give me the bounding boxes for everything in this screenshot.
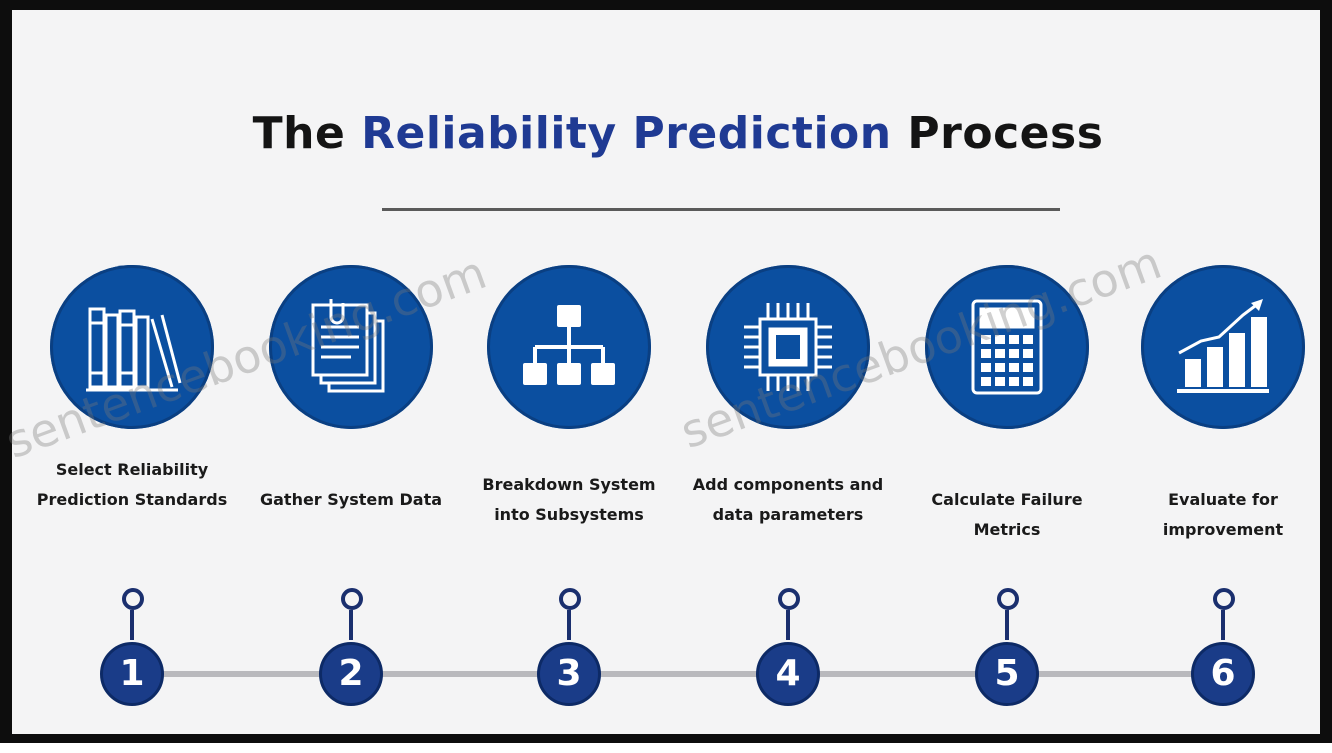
pin-marker: [1213, 588, 1235, 610]
pin-stem: [130, 610, 134, 640]
step-number: 4: [756, 642, 820, 706]
step-label: Breakdown System into Subsystems: [482, 475, 656, 524]
chip-icon: [706, 265, 870, 429]
pin-marker: [559, 588, 581, 610]
documents-icon: [269, 265, 433, 429]
pin-stem: [786, 610, 790, 640]
timeline-line: [137, 671, 1222, 677]
step-2: Gather System Data 2: [241, 10, 461, 753]
hierarchy-icon: [487, 265, 651, 429]
calculator-icon: [925, 265, 1089, 429]
step-number: 3: [537, 642, 601, 706]
step-label: Add components and data parameters: [692, 475, 884, 524]
growth-chart-icon: [1141, 265, 1305, 429]
pin-stem: [1005, 610, 1009, 640]
title-part-1: The: [252, 108, 362, 159]
title-part-2: Reliability Prediction: [361, 108, 892, 159]
step-number: 1: [100, 642, 164, 706]
page-title: The Reliability Prediction Process: [12, 108, 1332, 159]
books-icon: [50, 265, 214, 429]
pin-marker: [341, 588, 363, 610]
step-1: Select Reliability Prediction Standards …: [22, 10, 242, 753]
step-number: 6: [1191, 642, 1255, 706]
pin-marker: [997, 588, 1019, 610]
pin-stem: [567, 610, 571, 640]
step-6: Evaluate for improvement 6: [1113, 10, 1332, 753]
title-part-3: Process: [891, 108, 1104, 159]
pin-stem: [1221, 610, 1225, 640]
title-divider: [382, 208, 1060, 211]
step-number: 2: [319, 642, 383, 706]
step-3: Breakdown System into Subsystems 3: [459, 10, 679, 753]
step-label: Evaluate for improvement: [1162, 490, 1284, 539]
step-4: Add components and data parameters 4: [678, 10, 898, 753]
step-label: Gather System Data: [259, 490, 443, 509]
pin-marker: [122, 588, 144, 610]
step-5: Calculate Failure Metrics 5: [897, 10, 1117, 753]
step-number: 5: [975, 642, 1039, 706]
pin-stem: [349, 610, 353, 640]
step-label: Select Reliability Prediction Standards: [36, 460, 228, 509]
pin-marker: [778, 588, 800, 610]
step-label: Calculate Failure Metrics: [931, 490, 1083, 539]
